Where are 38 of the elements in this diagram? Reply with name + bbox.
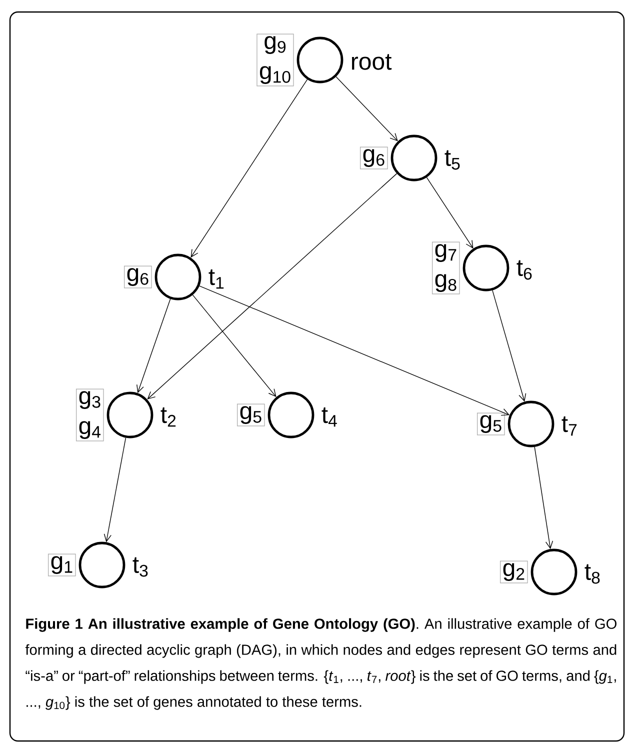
- gene-box: g$_{7}$ g$_{8}$: [432, 242, 460, 294]
- arrow: [136, 298, 171, 394]
- term-label: t$_{5}$: [444, 150, 460, 170]
- term-label: t$_{8}$: [584, 564, 600, 584]
- term-label: t$_{4}$: [322, 407, 337, 427]
- gene-box: g$_{2}$: [500, 560, 528, 584]
- term-circle: [462, 244, 510, 292]
- term-circle: [268, 392, 314, 438]
- term-label: t$_{2}$: [160, 407, 176, 427]
- term-circle: [78, 542, 126, 588]
- arrow: [534, 446, 554, 550]
- term-circle: [296, 36, 344, 84]
- term-label: t$_{1}$: [208, 269, 224, 289]
- term-label: root: [352, 54, 392, 70]
- gene-box: g$_{6}$: [124, 266, 152, 288]
- term-circle: [530, 548, 578, 596]
- term-label: t$_{7}$: [562, 416, 577, 436]
- gene-box: g$_{1}$: [48, 554, 76, 576]
- caption: Figure 1 An illustrative example of Gene Ontology (GO). An illustrative example of GO forming a directed acyclic graph (DAG), in which nodes and edges represent GO terms and “is-a” or “part-of” relationships between terms. {t$_{1}$, ..., t$_{7}$, root} is the set of GO terms, and {g$_{1}$, ..., g$_{10}$} is the set of genes annotated to these terms.: [25, 618, 616, 710]
- term-circle: [106, 392, 154, 438]
- term-circle: [390, 134, 438, 182]
- arrow: [104, 437, 126, 542]
- arrow: [147, 173, 398, 400]
- term-circle: [154, 254, 202, 300]
- arrow: [199, 286, 510, 416]
- arrow: [190, 79, 308, 258]
- arrow: [426, 177, 474, 249]
- gene-box: g$_{5}$: [237, 404, 265, 426]
- gene-box: g$_{6}$: [360, 146, 388, 170]
- term-label: t$_{3}$: [132, 557, 148, 577]
- arrow: [492, 290, 526, 402]
- gene-box: g$_{9}$ g$_{10}$: [256, 34, 294, 86]
- arrow: [192, 294, 276, 398]
- gene-box: g$_{5}$: [477, 412, 505, 436]
- gene-box: g$_{3}$ g$_{4}$: [76, 388, 104, 442]
- arrow: [336, 76, 398, 142]
- term-label: t$_{6}$: [516, 260, 532, 280]
- term-circle: [508, 400, 554, 448]
